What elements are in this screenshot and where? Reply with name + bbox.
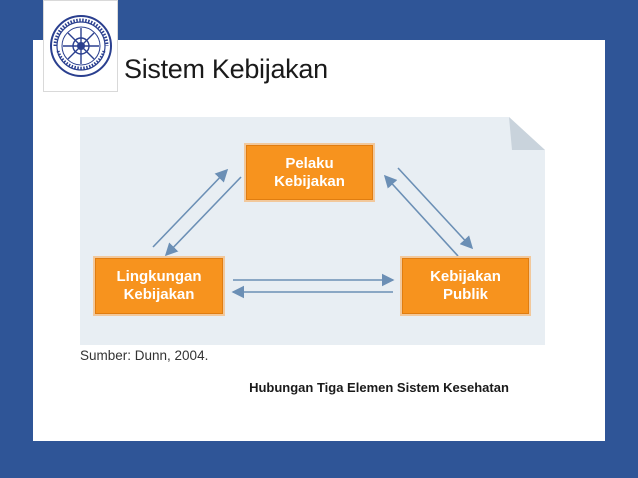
arrow-publik-to-pelaku <box>383 174 459 257</box>
node-label: Pelaku <box>285 154 334 172</box>
node-label: Kebijakan <box>430 268 501 285</box>
node-label: Kebijakan <box>274 172 345 190</box>
node-label: Lingkungan <box>116 268 202 285</box>
node-label: Publik <box>442 286 488 303</box>
node-kebijakan-publik: Kebijakan Publik <box>400 256 531 316</box>
figure-caption: Hubungan Tiga Elemen Sistem Kesehatan <box>249 380 509 395</box>
slide-title: Sistem Kebijakan <box>124 54 328 84</box>
node-lingkungan-kebijakan: Lingkungan Kebijakan <box>93 256 225 316</box>
arrow-pelaku-to-publik <box>397 167 474 250</box>
node-label: Kebijakan <box>123 286 195 303</box>
arrow-pelaku-to-lingkungan <box>164 176 242 257</box>
arrow-lingkungan-to-pelaku <box>152 168 229 248</box>
logo <box>43 0 118 92</box>
node-pelaku-kebijakan: Pelaku Kebijakan <box>244 143 375 202</box>
university-seal-icon <box>50 15 112 77</box>
source-citation: Sumber: Dunn, 2004. <box>80 348 209 363</box>
